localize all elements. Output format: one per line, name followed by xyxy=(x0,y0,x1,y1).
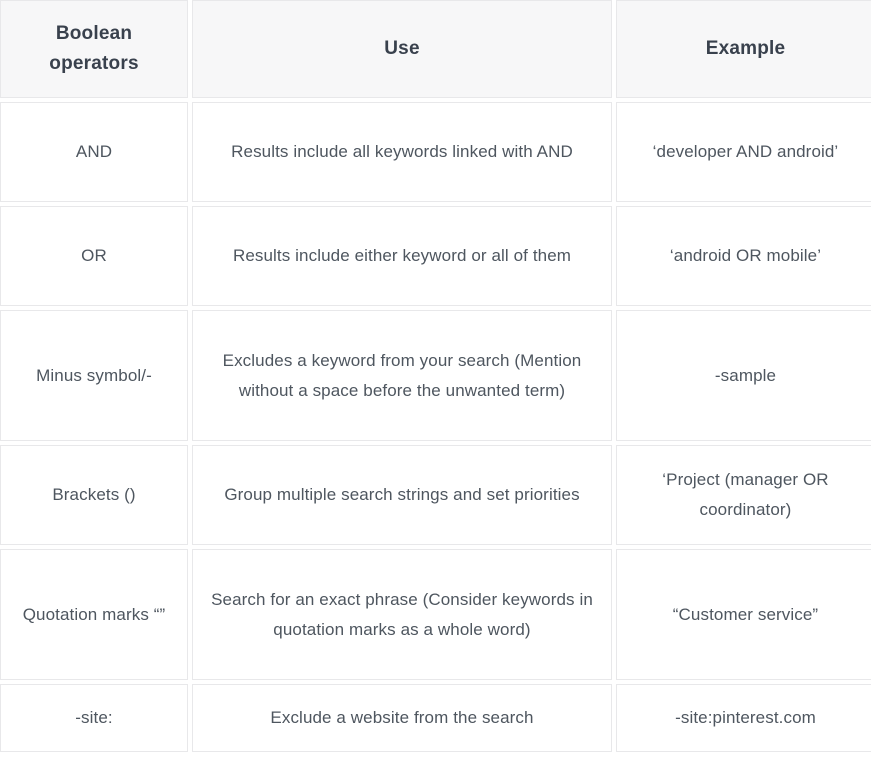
table-row: Quotation marks “” Search for an exact p… xyxy=(0,549,871,680)
cell-use: Results include either keyword or all of… xyxy=(192,206,612,306)
cell-example: -sample xyxy=(616,310,871,441)
cell-example: “Customer service” xyxy=(616,549,871,680)
cell-example: -site:pinterest.com xyxy=(616,684,871,752)
table-row: -site: Exclude a website from the search… xyxy=(0,684,871,752)
cell-operator: Minus symbol/- xyxy=(0,310,188,441)
cell-use: Excludes a keyword from your search (Men… xyxy=(192,310,612,441)
cell-operator: Brackets () xyxy=(0,445,188,545)
table-row: AND Results include all keywords linked … xyxy=(0,102,871,202)
cell-use: Results include all keywords linked with… xyxy=(192,102,612,202)
cell-example: ‘developer AND android’ xyxy=(616,102,871,202)
header-cell-operator: Boolean operators xyxy=(0,0,188,98)
cell-use: Exclude a website from the search xyxy=(192,684,612,752)
table-row: Brackets () Group multiple search string… xyxy=(0,445,871,545)
cell-example: ‘Project (manager OR coordinator) xyxy=(616,445,871,545)
table-header: Boolean operators Use Example xyxy=(0,0,871,98)
cell-example: ‘android OR mobile’ xyxy=(616,206,871,306)
header-row: Boolean operators Use Example xyxy=(0,0,871,98)
table-row: Minus symbol/- Excludes a keyword from y… xyxy=(0,310,871,441)
table-row: OR Results include either keyword or all… xyxy=(0,206,871,306)
cell-use: Search for an exact phrase (Consider key… xyxy=(192,549,612,680)
table-body: AND Results include all keywords linked … xyxy=(0,102,871,752)
cell-operator: -site: xyxy=(0,684,188,752)
cell-use: Group multiple search strings and set pr… xyxy=(192,445,612,545)
cell-operator: Quotation marks “” xyxy=(0,549,188,680)
cell-operator: AND xyxy=(0,102,188,202)
header-cell-example: Example xyxy=(616,0,871,98)
header-cell-use: Use xyxy=(192,0,612,98)
cell-operator: OR xyxy=(0,206,188,306)
